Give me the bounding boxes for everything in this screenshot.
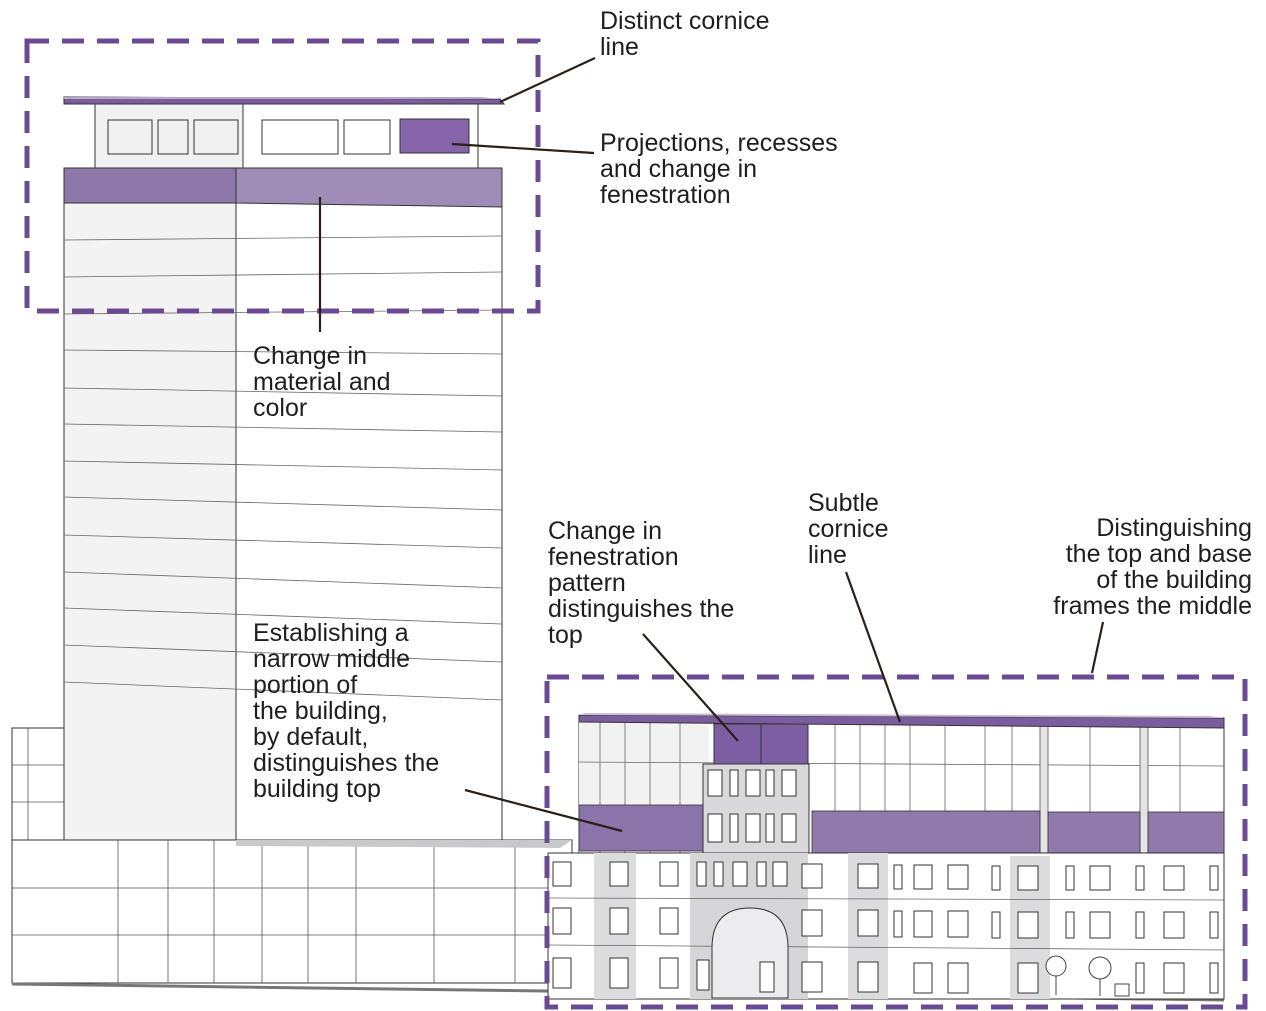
tower-roof-top xyxy=(64,97,500,99)
callout-subtle-cornice: Subtle cornice line xyxy=(808,489,889,569)
tower-base-ledge xyxy=(236,840,572,848)
leader-subtle-cornice xyxy=(844,571,902,723)
low-floor-line-1 xyxy=(547,897,1225,901)
leader-projections xyxy=(451,142,595,155)
low-building-frame xyxy=(544,674,1248,1010)
callout-projections: Projections, recesses and change in fene… xyxy=(600,129,838,209)
callout-frames-middle: Distinguishing the top and base of the b… xyxy=(1053,514,1252,620)
tower-band-right xyxy=(235,167,503,208)
upper-bay-windows xyxy=(707,769,797,843)
low-band-right-1 xyxy=(1047,811,1141,857)
tower-base-grid xyxy=(12,840,572,983)
low-roof-top xyxy=(579,713,1224,718)
callout-material-color: Change in material and color xyxy=(253,342,391,422)
callout-narrow-middle: Establishing a narrow middle portion of … xyxy=(253,619,440,803)
low-building xyxy=(547,713,1225,1000)
arched-entrance xyxy=(711,907,789,999)
penthouse-purple-window xyxy=(399,118,470,154)
leader-distinct-cornice xyxy=(499,57,596,103)
low-pier-1 xyxy=(1039,721,1049,857)
tower-band-left xyxy=(63,167,237,204)
leader-narrow-middle xyxy=(464,788,623,833)
callout-fenestration-top: Change in fenestration pattern distingui… xyxy=(548,517,735,649)
low-band-left xyxy=(578,804,708,852)
tower-top-frame xyxy=(24,38,541,314)
tower-shaft-left xyxy=(63,202,237,846)
penthouse-left-face xyxy=(94,103,244,169)
leader-lines xyxy=(318,57,1105,833)
callout-distinct-cornice: Distinct cornice line xyxy=(600,7,770,61)
low-band-right-2 xyxy=(1147,811,1225,857)
penthouse-windows xyxy=(107,119,391,155)
window-pattern xyxy=(552,861,1219,994)
low-pier-2 xyxy=(1139,721,1149,857)
low-band-mid xyxy=(811,810,1041,857)
leader-fenestration-top xyxy=(642,633,739,742)
leader-frames-middle xyxy=(1090,621,1105,674)
tower xyxy=(11,96,573,984)
street-trees xyxy=(1045,955,1130,997)
low-floor-line-2 xyxy=(547,944,1225,951)
tower-base xyxy=(11,839,573,984)
